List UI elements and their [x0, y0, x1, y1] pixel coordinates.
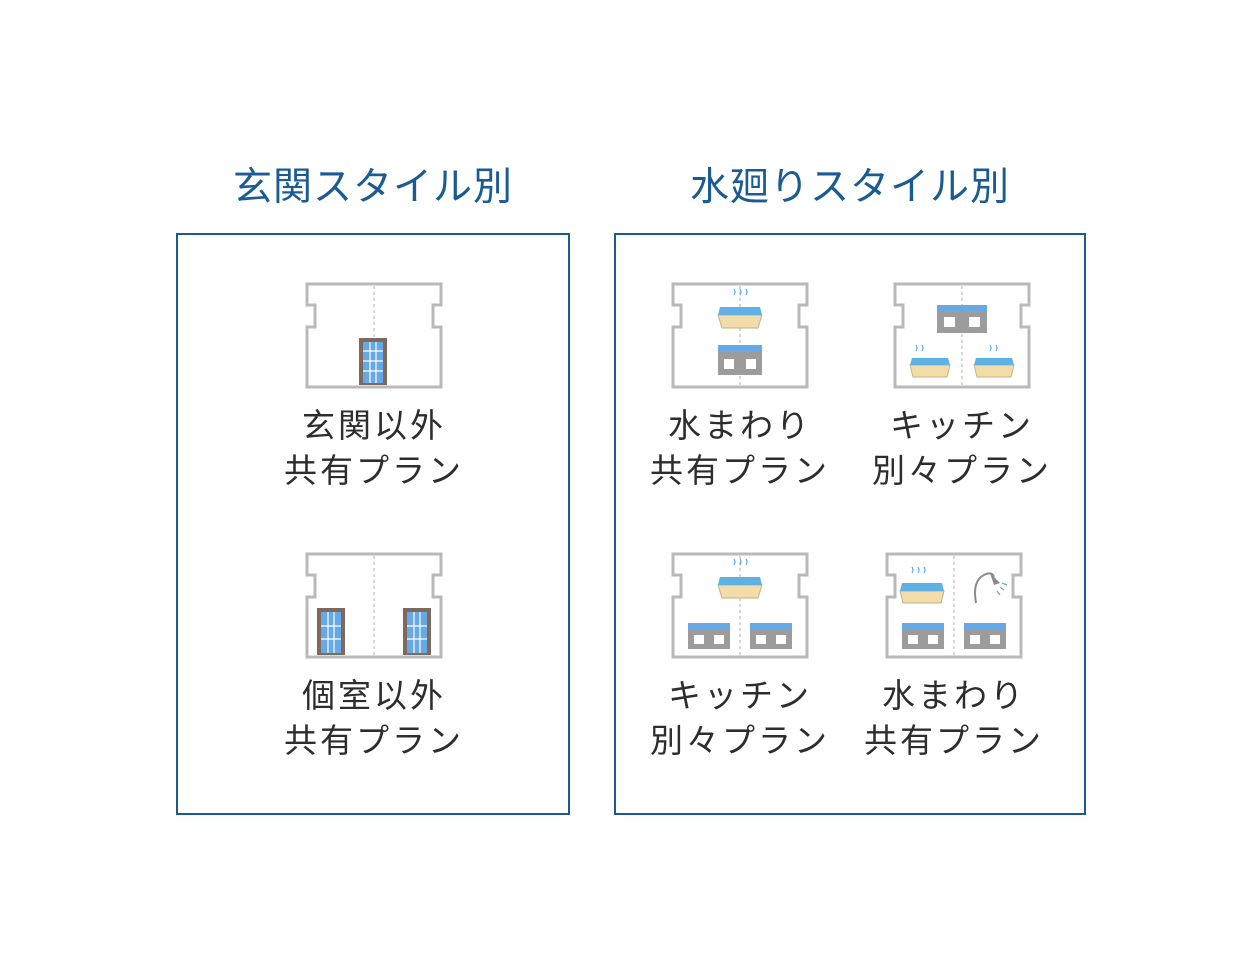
plan-label-line2: 別々プラン	[650, 721, 830, 760]
plan-label: 玄関以外 共有プラン	[274, 403, 474, 493]
plan-label-line1: 水まわり	[882, 676, 1026, 715]
plan-label-line1: 個室以外	[302, 676, 446, 715]
plan-label-line1: キッチン	[668, 676, 812, 715]
plan-shared-water-shower[interactable]: 水まわり 共有プラン	[854, 551, 1054, 781]
floorplan-two-entrances-icon	[305, 552, 443, 659]
floorplan-shared-water-shower-icon	[885, 552, 1023, 659]
plan-label-line2: 共有プラン	[650, 451, 830, 490]
plan-shared-water[interactable]: 水まわり 共有プラン	[640, 281, 840, 511]
entrance-style-panel: 玄関以外 共有プラン 個室以外 共有プラン	[176, 233, 570, 815]
entrance-style-title: 玄関スタイル別	[232, 165, 513, 210]
plan-label-line1: 水まわり	[668, 406, 812, 445]
floorplan-shared-entrance-icon	[305, 282, 443, 389]
plan-label: キッチン 別々プラン	[640, 673, 840, 763]
plan-shared-entrance[interactable]: 玄関以外 共有プラン	[274, 281, 474, 511]
plan-label: 個室以外 共有プラン	[274, 673, 474, 763]
plan-separate-kitchen[interactable]: キッチン 別々プラン	[862, 281, 1062, 511]
floorplan-separate-kitchen-shared-bath-icon	[671, 552, 809, 659]
plan-label-line2: 共有プラン	[284, 451, 464, 490]
plan-label-line1: キッチン	[890, 406, 1034, 445]
plan-label: 水まわり 共有プラン	[854, 673, 1054, 763]
plan-private-rooms[interactable]: 個室以外 共有プラン	[274, 551, 474, 781]
plan-label-line2: 共有プラン	[284, 721, 464, 760]
floorplan-shared-water-icon	[671, 282, 809, 389]
plan-label-line2: 別々プラン	[872, 451, 1052, 490]
water-style-panel: 水まわり 共有プラン キッチン 別々プラン	[614, 233, 1086, 815]
plan-label: キッチン 別々プラン	[862, 403, 1062, 493]
plan-separate-kitchen-shared-bath[interactable]: キッチン 別々プラン	[640, 551, 840, 781]
plan-label-line2: 共有プラン	[864, 721, 1044, 760]
plan-label-line1: 玄関以外	[302, 406, 446, 445]
plan-label: 水まわり 共有プラン	[640, 403, 840, 493]
water-style-title: 水廻りスタイル別	[689, 165, 1010, 210]
floorplan-separate-kitchen-icon	[893, 282, 1031, 389]
